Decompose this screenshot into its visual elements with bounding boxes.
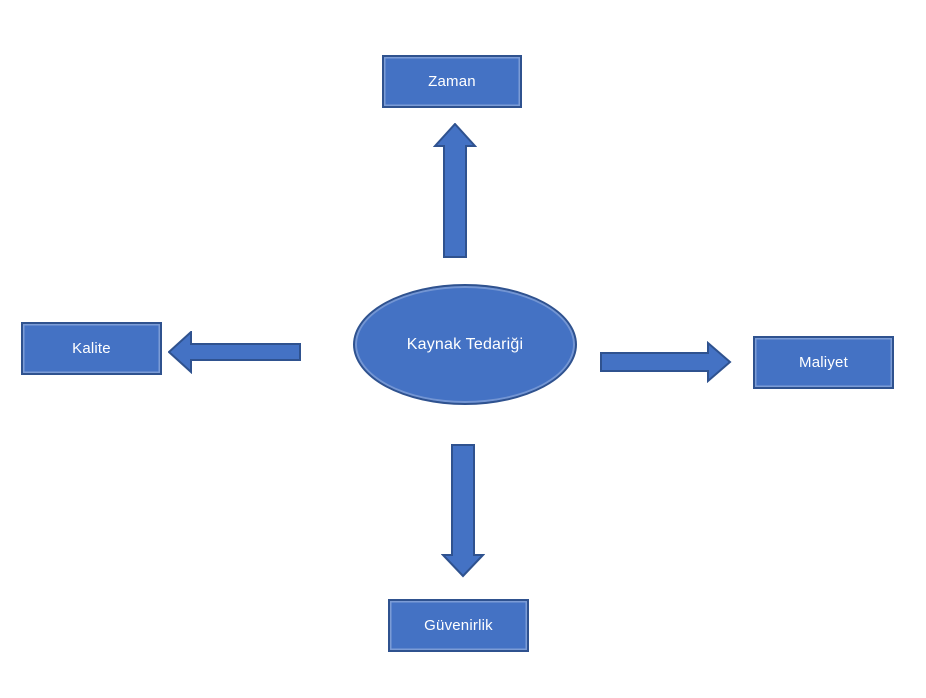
arrow-right-icon	[600, 341, 732, 383]
arrow-left-icon	[168, 331, 301, 374]
node-kalite: Kalite	[21, 322, 162, 375]
arrow-right-shape	[600, 341, 732, 383]
arrow-down-shape	[441, 444, 485, 578]
node-zaman: Zaman	[382, 55, 522, 108]
arrow-left-shape	[168, 331, 301, 374]
arrow-up-shape	[433, 123, 477, 258]
arrow-down-icon	[441, 444, 485, 578]
arrow-up-icon	[433, 123, 477, 258]
node-maliyet-label: Maliyet	[799, 354, 848, 371]
node-maliyet: Maliyet	[753, 336, 894, 389]
center-ellipse-label: Kaynak Tedariği	[406, 335, 524, 353]
center-ellipse-kaynak-tedarigi: Kaynak Tedariği	[353, 284, 577, 405]
node-kalite-label: Kalite	[72, 340, 111, 357]
node-guvenirlik-label: Güvenirlik	[424, 617, 493, 634]
node-guvenirlik: Güvenirlik	[388, 599, 529, 652]
node-zaman-label: Zaman	[428, 73, 476, 90]
